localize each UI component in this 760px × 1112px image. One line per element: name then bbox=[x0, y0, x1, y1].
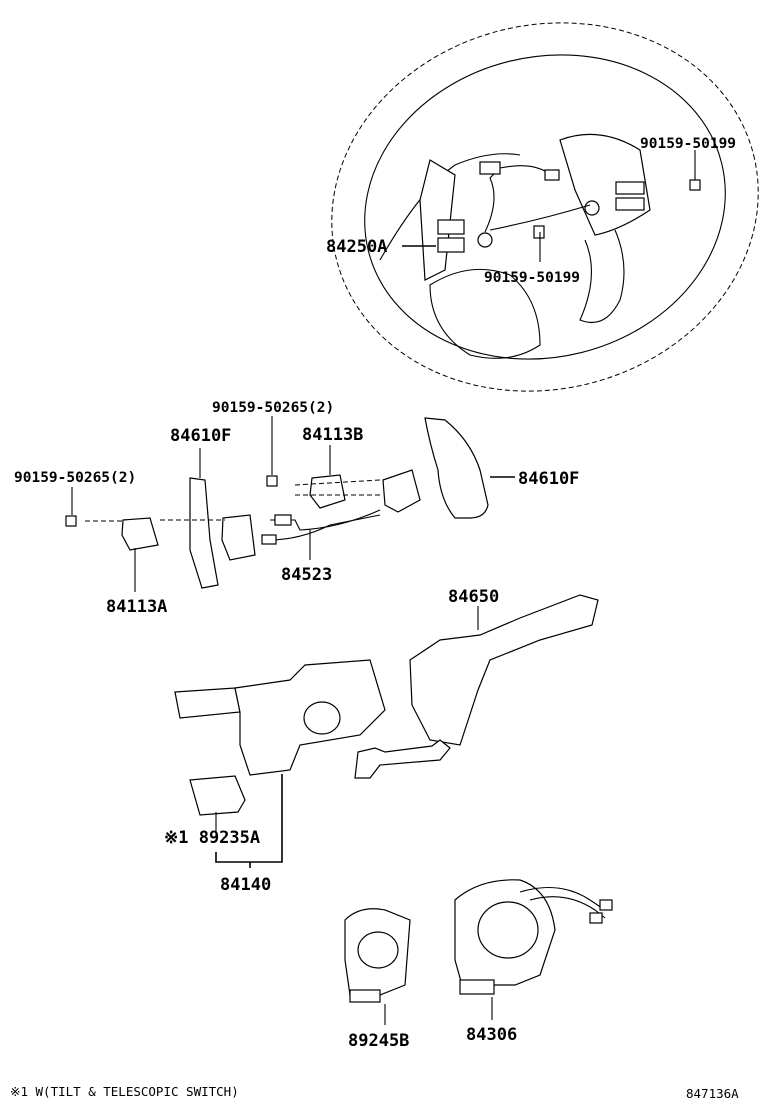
label-combination-switch: 84140 bbox=[220, 875, 271, 895]
label-steering-wheel: 84250A bbox=[326, 237, 387, 257]
label-bracket-b: 84113B bbox=[302, 425, 363, 445]
label-bolt-right: 90159-50199 bbox=[640, 136, 736, 152]
combination-switch-drawing bbox=[174, 594, 599, 816]
label-wiper-switch: 84650 bbox=[448, 587, 499, 607]
steering-wheel-drawing bbox=[331, 22, 759, 392]
figure-code: 847136A bbox=[686, 1086, 739, 1101]
label-bolt-center: 90159-50199 bbox=[484, 270, 580, 286]
label-bolt-mid-pad: 90159-50265(2) bbox=[212, 400, 334, 416]
label-harness: 84523 bbox=[281, 565, 332, 585]
label-paddle-right: 84610F bbox=[518, 469, 579, 489]
spiral-cable-drawing bbox=[344, 879, 613, 1003]
label-bolt-left-pad: 90159-50265(2) bbox=[14, 470, 136, 486]
label-tilt-switch: ※1 89235A bbox=[164, 828, 260, 848]
footnote: ※1 W(TILT & TELESCOPIC SWITCH) bbox=[10, 1084, 239, 1099]
label-spiral-cable: 84306 bbox=[466, 1025, 517, 1045]
label-sensor: 89245B bbox=[348, 1031, 409, 1051]
label-paddle-left: 84610F bbox=[170, 426, 231, 446]
label-bracket-a: 84113A bbox=[106, 597, 167, 617]
paddle-assembly-drawing bbox=[65, 417, 489, 589]
